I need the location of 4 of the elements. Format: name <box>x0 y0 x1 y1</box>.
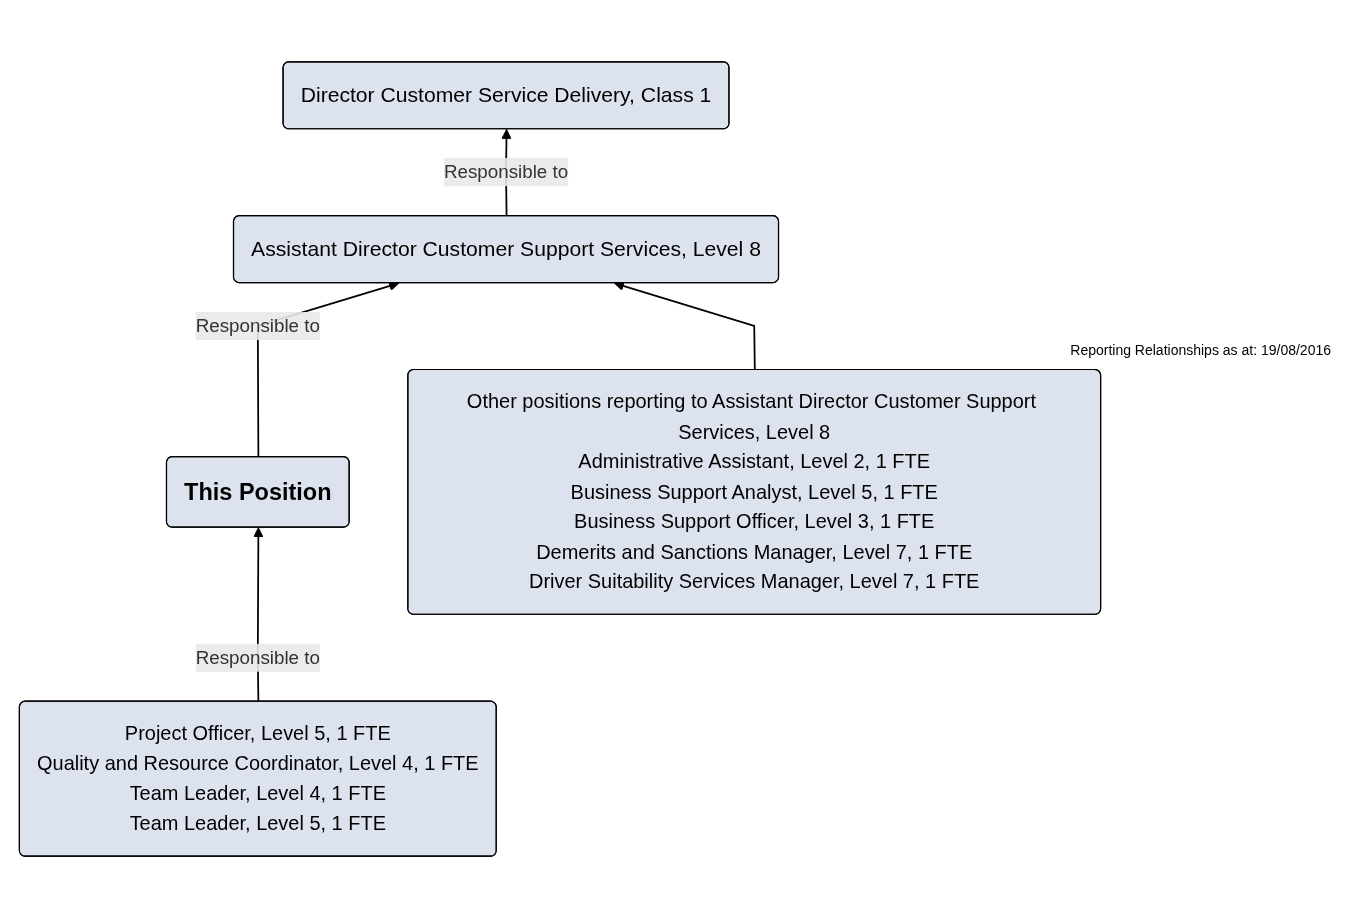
edge-label: Responsible to <box>443 161 569 182</box>
edge-label: Responsible to <box>195 315 320 336</box>
date-note: Reporting Relationships as at: 19/08/2016 <box>1070 342 1331 358</box>
edge-label: Responsible to <box>195 647 320 668</box>
